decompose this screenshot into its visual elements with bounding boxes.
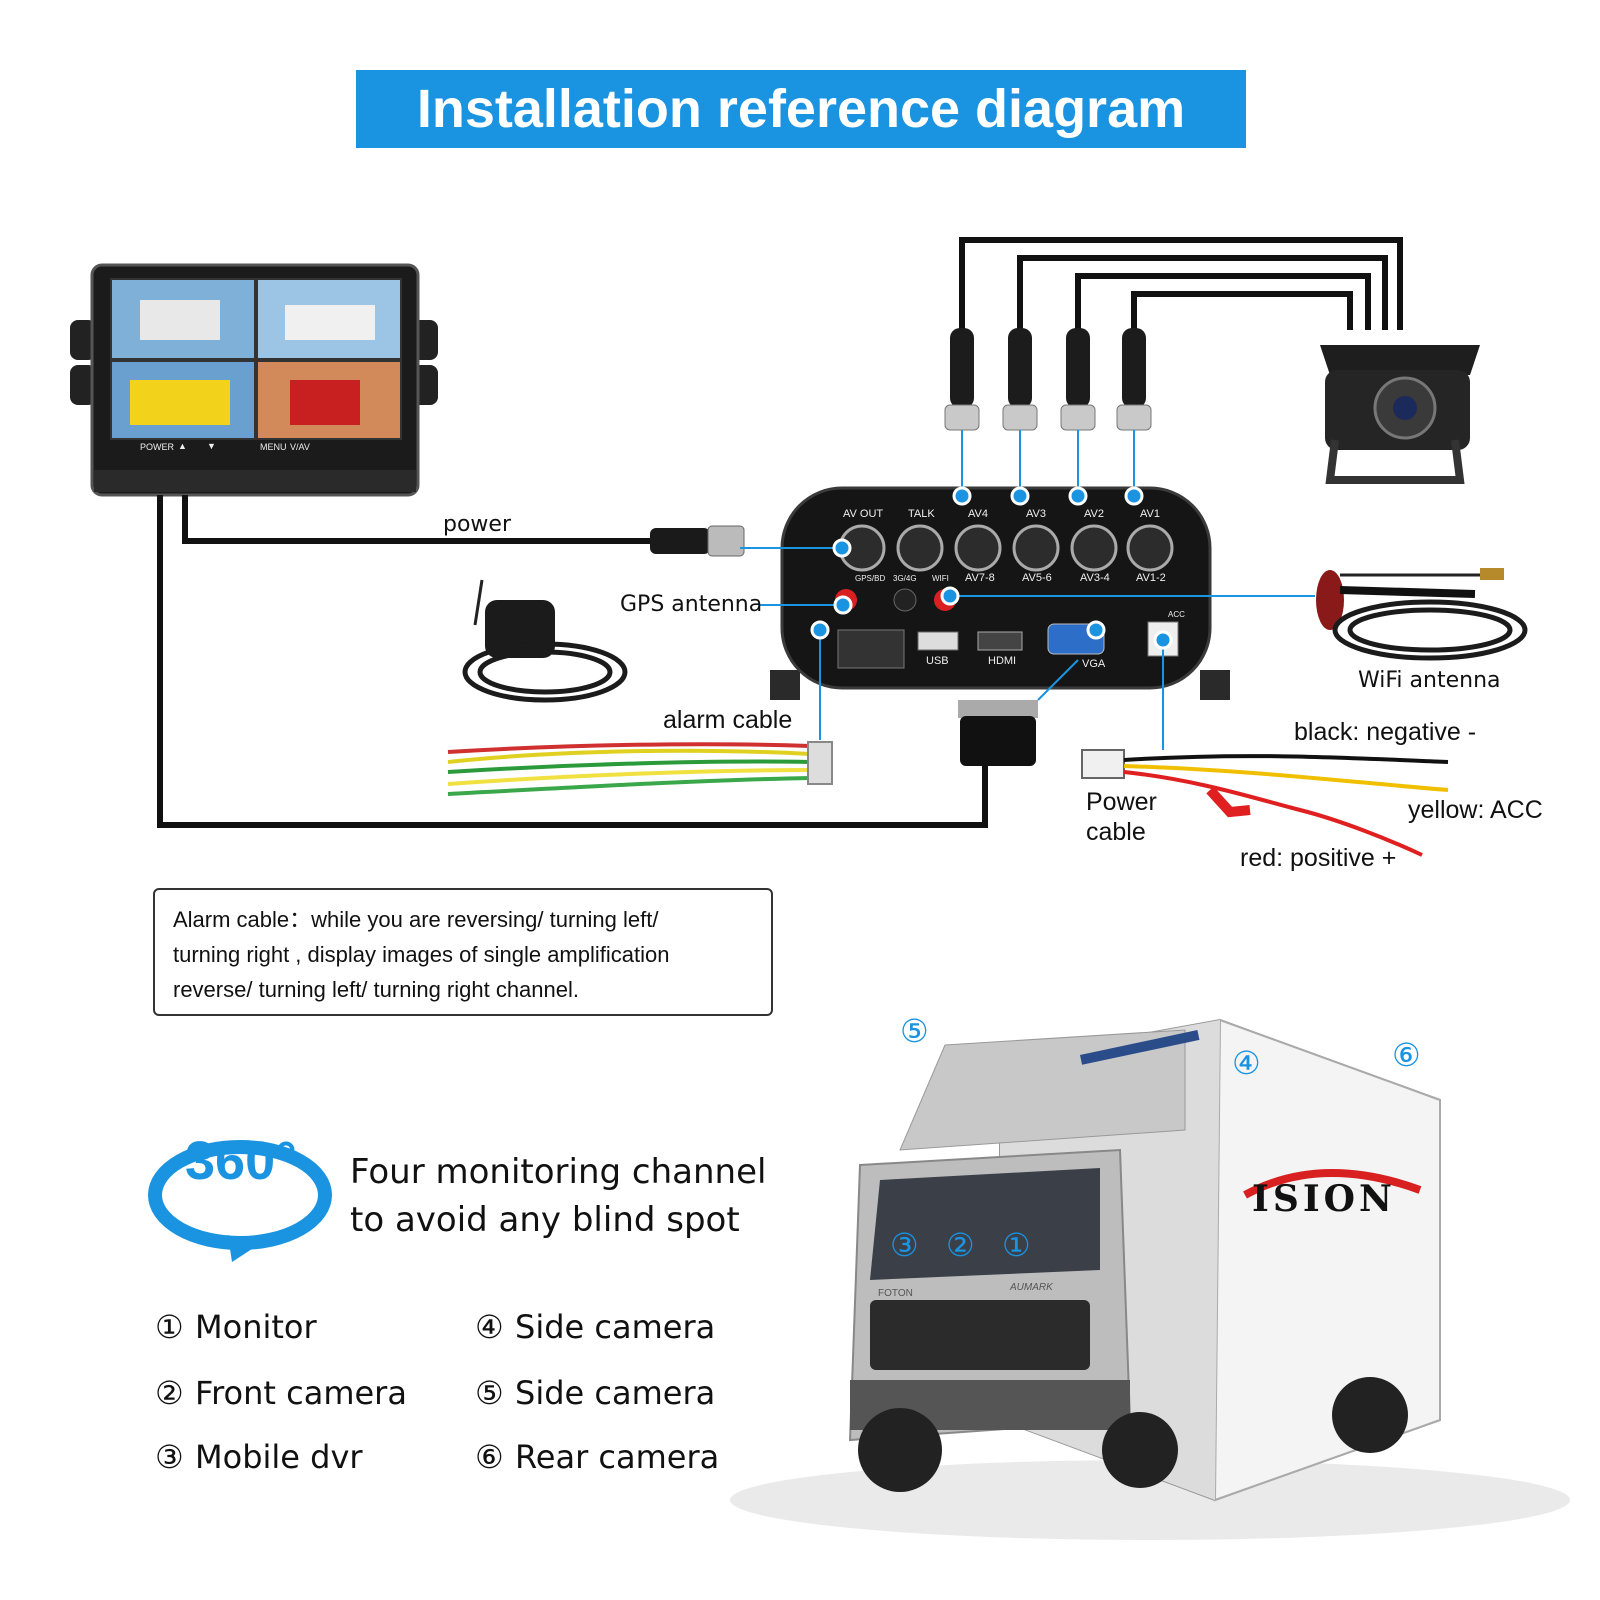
legend-number: ② (155, 1374, 184, 1412)
alarm-cable-note: Alarm cable：while you are reversing/ tur… (153, 888, 773, 1016)
legend-number: ④ (475, 1308, 504, 1346)
label-power-cable-2: cable (1086, 818, 1146, 846)
legend-item: ② Front camera (155, 1374, 407, 1412)
truck-logo: ISION (1252, 1178, 1396, 1220)
port-label-acc: ACC (1168, 610, 1185, 619)
legend-text: Mobile dvr (195, 1438, 363, 1476)
leader-dots (810, 486, 1173, 650)
legend-text: Front camera (195, 1374, 407, 1412)
legend-item: ⑤ Side camera (475, 1374, 715, 1412)
label-black-negative: black: negative - (1294, 718, 1477, 746)
port-label-gps: GPS/BD (855, 574, 886, 583)
port-label-hdmi: HDMI (988, 655, 1017, 667)
truck-marker-1: ① (1002, 1226, 1031, 1264)
legend-item: ③ Mobile dvr (155, 1438, 363, 1476)
label-wifi-antenna: WiFi antenna (1358, 668, 1501, 693)
port-label-usb: USB (926, 655, 949, 667)
feature-line-1: Four monitoring channel (350, 1152, 767, 1192)
label-yellow-acc: yellow: ACC (1408, 796, 1543, 824)
rear-camera-device (1320, 345, 1480, 484)
port-label-vga: VGA (1082, 658, 1106, 670)
rotation-icon (148, 1140, 332, 1262)
port-label-av2: AV2 (1084, 508, 1104, 520)
monitor-button-down: ▼ (207, 441, 216, 451)
mobile-dvr (770, 486, 1230, 700)
monitor-button-up: ▲ (178, 441, 187, 451)
monitor-button-vav: V/AV (290, 442, 310, 452)
av-plugs (944, 328, 1152, 431)
truck-marker-2: ② (946, 1226, 975, 1264)
note-line-2: turning right , display images of single… (173, 942, 670, 967)
page-title: Installation reference diagram (356, 70, 1246, 148)
legend-text: Side camera (515, 1308, 716, 1346)
truck-illustration (730, 1018, 1570, 1540)
alarm-cable-device (447, 741, 833, 796)
video-cables (157, 237, 1403, 828)
truck-cab-brand: FOTON (878, 1288, 913, 1299)
truck-marker-5: ⑤ (900, 1012, 929, 1050)
legend-number: ① (155, 1308, 184, 1346)
port-label-av56: AV5-6 (1022, 572, 1052, 584)
note-line-3: reverse/ turning left/ turning right cha… (173, 977, 580, 1002)
label-power: power (443, 512, 511, 537)
port-label-talk: TALK (908, 508, 935, 520)
label-alarm-cable: alarm cable (663, 706, 793, 734)
power-connector (650, 525, 745, 557)
gps-antenna-device (462, 579, 628, 703)
port-label-av-out: AV OUT (843, 508, 884, 520)
legend-text: Rear camera (515, 1438, 720, 1476)
feature-360-label: 360° (185, 1131, 297, 1191)
label-red-positive: red: positive + (1240, 844, 1397, 872)
vga-plug (958, 659, 1079, 766)
port-label-av78: AV7-8 (965, 572, 995, 584)
wifi-antenna-device (1316, 568, 1528, 661)
feature-line-2: to avoid any blind spot (350, 1200, 740, 1240)
note-line-1: Alarm cable：while you are reversing/ tur… (173, 907, 659, 932)
port-label-av4: AV4 (968, 508, 988, 520)
legend-item: ① Monitor (155, 1308, 317, 1346)
monitor (70, 263, 438, 497)
label-power-cable-1: Power (1086, 788, 1157, 816)
port-label-wifi: WIFI (932, 574, 949, 583)
monitor-button-menu: MENU (260, 442, 287, 452)
legend-item: ④ Side camera (475, 1308, 715, 1346)
legend-number: ⑥ (475, 1438, 504, 1476)
leader-lines (740, 430, 1315, 750)
truck-marker-4: ④ (1232, 1044, 1261, 1082)
label-gps-antenna: GPS antenna (620, 592, 763, 617)
truck-cab-model: AUMARK (1010, 1282, 1053, 1293)
monitor-button-power: POWER (140, 442, 175, 452)
port-label-av34: AV3-4 (1080, 572, 1110, 584)
legend-item: ⑥ Rear camera (475, 1438, 719, 1476)
legend-number: ⑤ (475, 1374, 504, 1412)
legend-text: Side camera (515, 1374, 716, 1412)
power-cable-device (1081, 749, 1449, 857)
legend-text: Monitor (195, 1308, 317, 1346)
port-label-av3: AV3 (1026, 508, 1046, 520)
truck-marker-3: ③ (890, 1226, 919, 1264)
port-label-3g4g: 3G/4G (893, 574, 917, 583)
legend-number: ③ (155, 1438, 184, 1476)
port-label-av1: AV1 (1140, 508, 1160, 520)
truck-marker-6: ⑥ (1392, 1036, 1421, 1074)
port-label-av12: AV1-2 (1136, 572, 1166, 584)
